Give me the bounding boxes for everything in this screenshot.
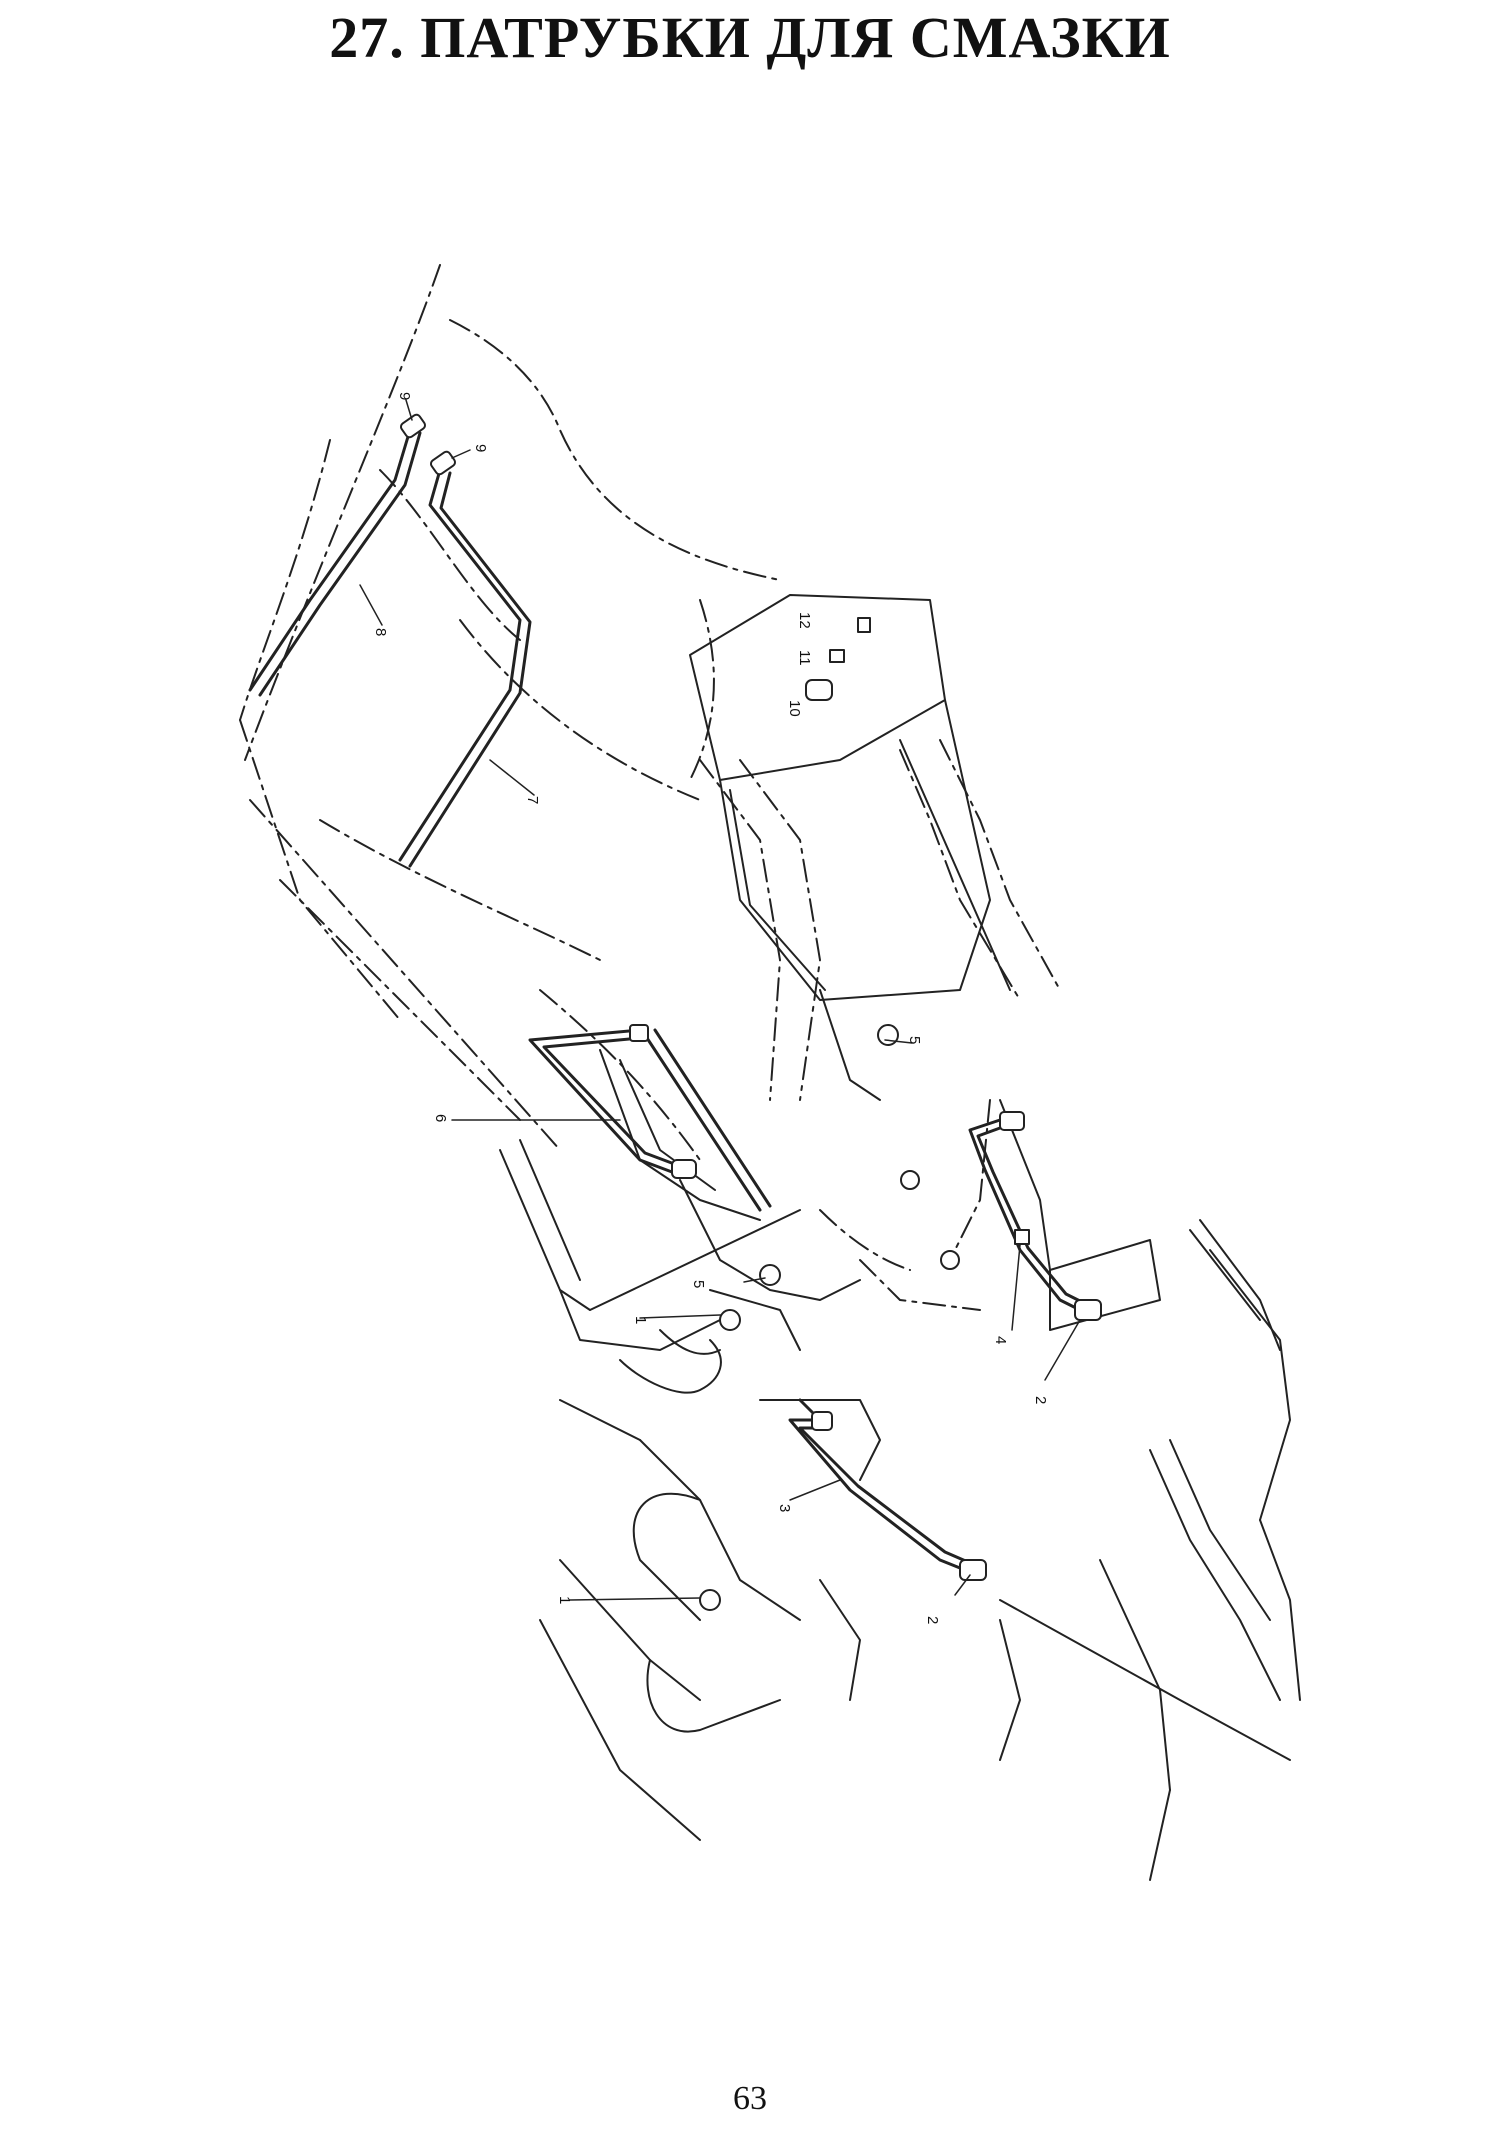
leader-lines bbox=[359, 399, 1081, 1601]
callout-5-a: 5 bbox=[906, 1036, 923, 1044]
callout-10: 10 bbox=[786, 700, 803, 717]
callout-1-b: 1 bbox=[556, 1596, 573, 1604]
callout-8: 8 bbox=[372, 628, 389, 636]
pipe-7 bbox=[398, 468, 522, 862]
pipe-3 bbox=[788, 1418, 967, 1572]
callout-5-b: 5 bbox=[690, 1280, 707, 1288]
pipe-4 bbox=[968, 1118, 1082, 1312]
callout-2-a: 2 bbox=[1032, 1396, 1049, 1404]
callout-12: 12 bbox=[796, 612, 813, 629]
callout-2-b: 2 bbox=[924, 1616, 941, 1624]
callout-1-a: 1 bbox=[632, 1316, 649, 1324]
pipe-8 bbox=[248, 428, 412, 692]
pipes bbox=[248, 428, 1084, 1572]
callout-labels: 9 9 8 7 12 11 10 6 5 5 1 4 2 3 2 1 bbox=[372, 392, 1049, 1624]
page-title: 27. ПАТРУБКИ ДЛЯ СМАЗКИ bbox=[329, 5, 1171, 70]
pipe-6 bbox=[528, 1028, 682, 1177]
frame-outline bbox=[499, 594, 1301, 1881]
callout-4: 4 bbox=[992, 1336, 1009, 1344]
phantom-outline bbox=[239, 264, 1061, 1311]
fittings bbox=[399, 413, 1102, 1611]
callout-6: 6 bbox=[432, 1114, 449, 1122]
callout-7: 7 bbox=[524, 796, 541, 804]
callout-9-b: 9 bbox=[472, 444, 489, 452]
callout-11: 11 bbox=[796, 650, 813, 666]
callout-9-a: 9 bbox=[396, 392, 413, 400]
page-number: 63 bbox=[733, 2080, 767, 2117]
callout-3: 3 bbox=[776, 1504, 793, 1512]
